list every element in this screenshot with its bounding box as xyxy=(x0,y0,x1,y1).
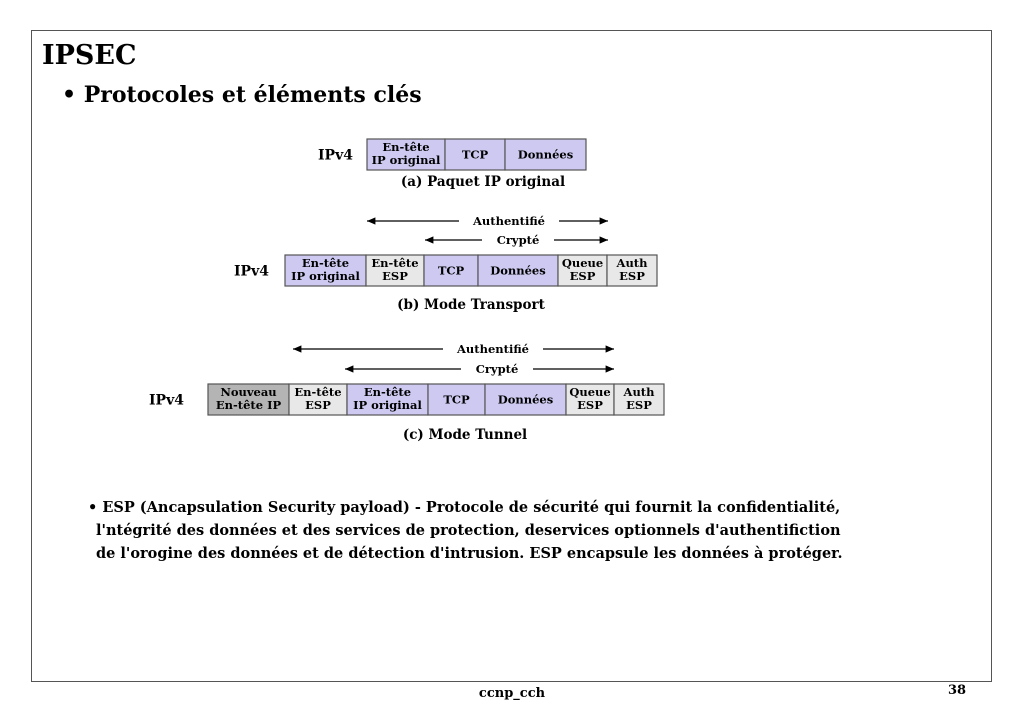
diagram-caption: (a) Paquet IP original xyxy=(401,174,565,190)
page-number: 38 xyxy=(948,683,967,698)
slide-title: IPSEC xyxy=(42,40,137,71)
footer-author: ccnp_cch xyxy=(478,686,546,701)
packet-field xyxy=(365,254,425,287)
esp-description-line: de l'orogine des données et de détection… xyxy=(96,545,843,562)
packet-field-label: TCP xyxy=(438,264,465,278)
packet-field xyxy=(606,254,658,287)
packet-field-label: Données xyxy=(490,264,545,278)
packet-field-label: ESP xyxy=(619,269,645,283)
row-label-ipv4: IPv4 xyxy=(318,148,353,164)
row-label-ipv4: IPv4 xyxy=(149,393,184,409)
packet-field xyxy=(565,383,615,416)
packet-field xyxy=(504,138,587,171)
packet-field-label: En-tête xyxy=(364,385,411,399)
packet-field-label: En-tête xyxy=(294,385,341,399)
packet-field-label: ESP xyxy=(305,398,331,412)
packet-field-label: Queue xyxy=(562,256,603,270)
packet-field xyxy=(557,254,608,287)
packet-field-label: ESP xyxy=(577,398,603,412)
diagram-caption: (c) Mode Tunnel xyxy=(403,427,527,443)
packet-field-label: Nouveau xyxy=(220,385,276,399)
row-label-ipv4: IPv4 xyxy=(234,264,269,280)
slide-subtitle: • Protocoles et éléments clés xyxy=(62,82,422,108)
slide-frame xyxy=(31,30,992,682)
packet-field-label: Données xyxy=(518,148,573,162)
range-arrow-label: Crypté xyxy=(497,233,540,247)
packet-field xyxy=(477,254,559,287)
packet-field-label: IP original xyxy=(353,398,422,412)
packet-field-label: Données xyxy=(498,393,553,407)
diagram-caption: (b) Mode Transport xyxy=(397,297,545,313)
packet-field-label: Queue xyxy=(569,385,610,399)
esp-description-line: • ESP (Ancapsulation Security payload) -… xyxy=(88,499,841,516)
packet-field-label: En-tête IP xyxy=(216,398,282,412)
packet-field-label: ESP xyxy=(382,269,408,283)
range-arrow-label: Crypté xyxy=(476,362,519,376)
packet-field-label: TCP xyxy=(462,148,489,162)
packet-field-label: IP original xyxy=(291,269,360,283)
packet-field-label: IP original xyxy=(372,153,441,167)
packet-field-label: TCP xyxy=(443,393,470,407)
packet-field xyxy=(366,138,446,171)
packet-field xyxy=(444,138,506,171)
esp-description-line: l'ntégrité des données et des services d… xyxy=(96,522,841,539)
range-arrow-label: Authentifié xyxy=(456,342,529,356)
packet-field-label: ESP xyxy=(570,269,596,283)
packet-field xyxy=(613,383,665,416)
packet-field xyxy=(207,383,290,416)
packet-field-label: En-tête xyxy=(382,140,429,154)
packet-field-label: Auth xyxy=(616,256,649,270)
packet-field xyxy=(284,254,367,287)
packet-field-label: En-tête xyxy=(302,256,349,270)
esp-description: • ESP (Ancapsulation Security payload) -… xyxy=(88,496,968,565)
packet-field xyxy=(427,383,486,416)
packet-field-label: En-tête xyxy=(371,256,418,270)
packet-field-label: ESP xyxy=(626,398,652,412)
range-arrow-label: Authentifié xyxy=(472,214,545,228)
packet-field xyxy=(346,383,429,416)
packet-field-label: Auth xyxy=(623,385,656,399)
